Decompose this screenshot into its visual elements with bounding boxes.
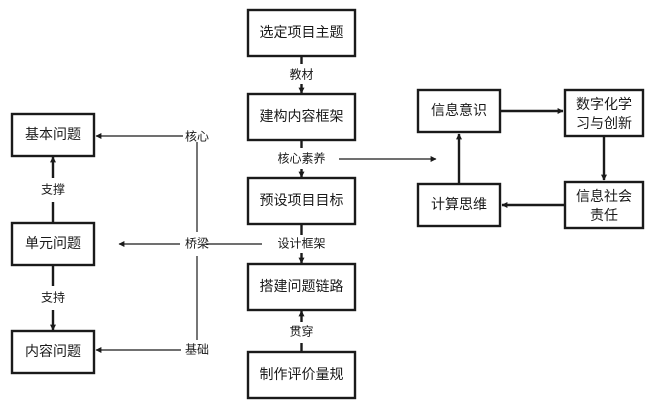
label-design-framework: 设计框架: [277, 237, 325, 251]
node-preset-goal-label: 预设项目目标: [260, 193, 344, 209]
node-build-chain-label: 搭建问题链路: [260, 279, 344, 295]
node-build-framework: 建构内容框架: [246, 92, 357, 142]
node-digital-learning: 数字化学 习与创新: [563, 88, 645, 138]
label-support-2: 支持: [41, 290, 65, 305]
node-computational-thinking: 计算思维: [416, 182, 502, 228]
label-runs-through: 贯穿: [289, 324, 313, 339]
node-info-awareness: 信息意识: [416, 88, 502, 134]
node-basic-question-label: 基本问题: [25, 126, 81, 143]
node-social-responsibility-label-2: 责任: [590, 208, 618, 224]
node-unit-question: 单元问题: [10, 221, 96, 267]
node-social-responsibility-label-1: 信息社会: [576, 188, 632, 205]
node-build-chain: 搭建问题链路: [246, 262, 357, 312]
label-bridge: 桥梁: [185, 236, 209, 251]
label-support-1: 支撑: [41, 182, 65, 197]
label-core-literacy: 核心素养: [277, 151, 325, 166]
node-build-framework-label: 建构内容框架: [260, 108, 344, 125]
node-basic-question: 基本问题: [10, 112, 96, 158]
node-info-awareness-label: 信息意识: [431, 102, 487, 119]
node-social-responsibility: 信息社会 责任: [563, 180, 645, 230]
node-content-question: 内容问题: [10, 329, 96, 375]
node-unit-question-label: 单元问题: [25, 236, 81, 252]
node-make-rubric: 制作评价量规: [246, 350, 357, 400]
node-digital-learning-label-2: 习与创新: [576, 116, 632, 132]
node-select-theme-label: 选定项目主题: [260, 25, 344, 41]
label-foundation: 基础: [185, 343, 209, 357]
label-core: 核心: [185, 130, 209, 144]
node-preset-goal: 预设项目目标: [246, 176, 357, 226]
node-select-theme: 选定项目主题: [246, 8, 357, 58]
node-digital-learning-label-1: 数字化学: [576, 97, 632, 113]
node-content-question-label: 内容问题: [25, 343, 81, 360]
node-make-rubric-label: 制作评价量规: [260, 367, 344, 383]
label-textbook: 教材: [289, 67, 313, 82]
node-computational-thinking-label: 计算思维: [431, 197, 487, 213]
